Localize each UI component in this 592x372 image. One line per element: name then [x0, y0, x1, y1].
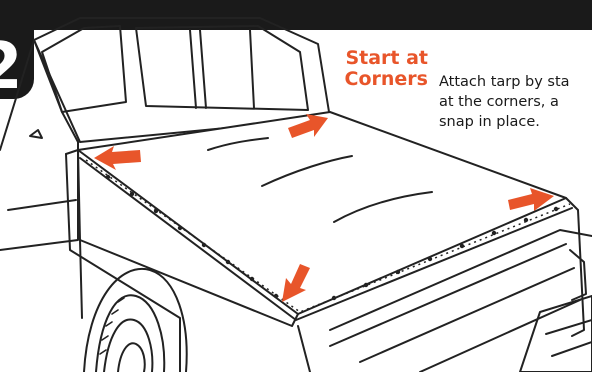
- instruction-text: Attach tarp by sta at the corners, a sna…: [439, 72, 592, 132]
- cab-window-left: [42, 26, 126, 112]
- heading-line-1: Start at: [334, 48, 428, 69]
- cab-window-rear: [136, 26, 308, 110]
- step-heading: Start at Corners: [334, 48, 428, 90]
- instruction-line-2: at the corners, a: [439, 92, 592, 112]
- tarp-cover: [78, 112, 566, 314]
- instruction-line-3: snap in place.: [439, 112, 592, 132]
- heading-line-2: Corners: [334, 69, 428, 90]
- instruction-line-1: Attach tarp by sta: [439, 72, 592, 92]
